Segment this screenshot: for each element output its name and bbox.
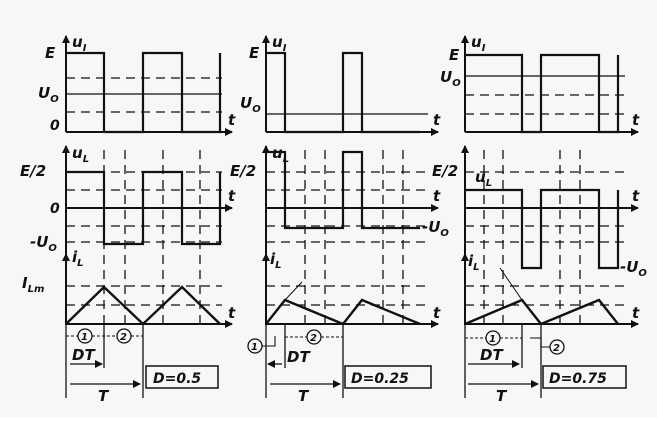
marker-2-label: 2 xyxy=(310,333,317,344)
panel-d025-labels: uI E UO t uL E/2 t -UO iL t 1 2 DT T D=0… xyxy=(230,33,449,405)
marker-2-label: 2 xyxy=(120,332,127,343)
t-label-1: t xyxy=(632,111,640,129)
T-label: T xyxy=(98,387,110,405)
panel-d025 xyxy=(247,35,439,398)
marker-1-label: 1 xyxy=(81,332,88,343)
T-label: T xyxy=(298,387,310,405)
neg-Uo-label: -UO xyxy=(30,233,57,254)
E-label: E xyxy=(249,44,260,62)
neg-Uo-label: -UO xyxy=(620,258,647,279)
duty-box xyxy=(344,365,432,389)
t-label-3: t xyxy=(632,304,640,322)
il-label: iL xyxy=(270,250,282,271)
marker-2-label: 2 xyxy=(553,343,560,354)
T-label: T xyxy=(496,387,508,405)
il-waveform xyxy=(464,298,619,326)
t-label-1: t xyxy=(228,111,236,129)
zero2-label: 0 xyxy=(50,201,60,217)
marker-1-label: 1 xyxy=(489,334,496,345)
zero-label: 0 xyxy=(50,118,60,134)
DT-label: DT xyxy=(72,346,96,364)
guide-lines xyxy=(265,113,428,398)
ul-waveform xyxy=(465,188,620,270)
ui-label: uI xyxy=(471,33,486,54)
il-waveform xyxy=(265,298,421,326)
ul-label: uL xyxy=(475,168,492,189)
panel-d050-labels: uI E UO 0 t uL E/2 0 t -UO iL ILm t 1 2 … xyxy=(20,33,236,405)
guide-lines xyxy=(464,75,625,398)
ui-waveform xyxy=(266,51,420,134)
E-half-label: E/2 xyxy=(432,162,458,180)
duty-label: D=0.75 xyxy=(549,371,607,387)
ul-label: uL xyxy=(272,144,289,165)
Uo-label: UO xyxy=(240,94,261,115)
E-label: E xyxy=(449,46,460,64)
t-label-2: t xyxy=(433,187,441,205)
Uo-label: UO xyxy=(38,84,59,105)
t-label-3: t xyxy=(228,304,236,322)
duty-box xyxy=(145,365,219,389)
E-label: E xyxy=(45,44,56,62)
panel-d075-labels: uI E UO t E/2 uL t iL -UO t 1 2 DT T D=0… xyxy=(432,33,647,405)
ILm-label: ILm xyxy=(22,274,44,295)
ul-waveform xyxy=(66,170,222,246)
ui-waveform xyxy=(66,51,222,134)
t-label-3: t xyxy=(433,304,441,322)
il-label: iL xyxy=(72,248,84,269)
ui-label: uI xyxy=(272,33,287,54)
ul-waveform xyxy=(266,150,420,230)
duty-label: D=0.5 xyxy=(153,371,201,387)
ul-label: uL xyxy=(72,144,89,165)
t-label-2: t xyxy=(228,187,236,205)
DT-label: DT xyxy=(480,346,504,364)
panel-d075 xyxy=(461,35,639,398)
Uo-label: UO xyxy=(440,68,461,89)
t-label-2: t xyxy=(632,187,640,205)
neg-Uo-label: -UO xyxy=(422,218,449,239)
marker-1-label: 1 xyxy=(251,342,258,353)
il-waveform xyxy=(65,285,221,326)
E-half-label: E/2 xyxy=(20,162,46,180)
ui-waveform xyxy=(465,53,620,134)
DT-label: DT xyxy=(287,348,311,366)
panel-d050 xyxy=(62,35,233,398)
duty-label: D=0.25 xyxy=(351,371,409,387)
il-label: iL xyxy=(468,252,480,273)
E-half-label: E/2 xyxy=(230,162,256,180)
ui-label: uI xyxy=(72,33,87,54)
t-label-1: t xyxy=(433,111,441,129)
duty-box xyxy=(542,365,627,389)
